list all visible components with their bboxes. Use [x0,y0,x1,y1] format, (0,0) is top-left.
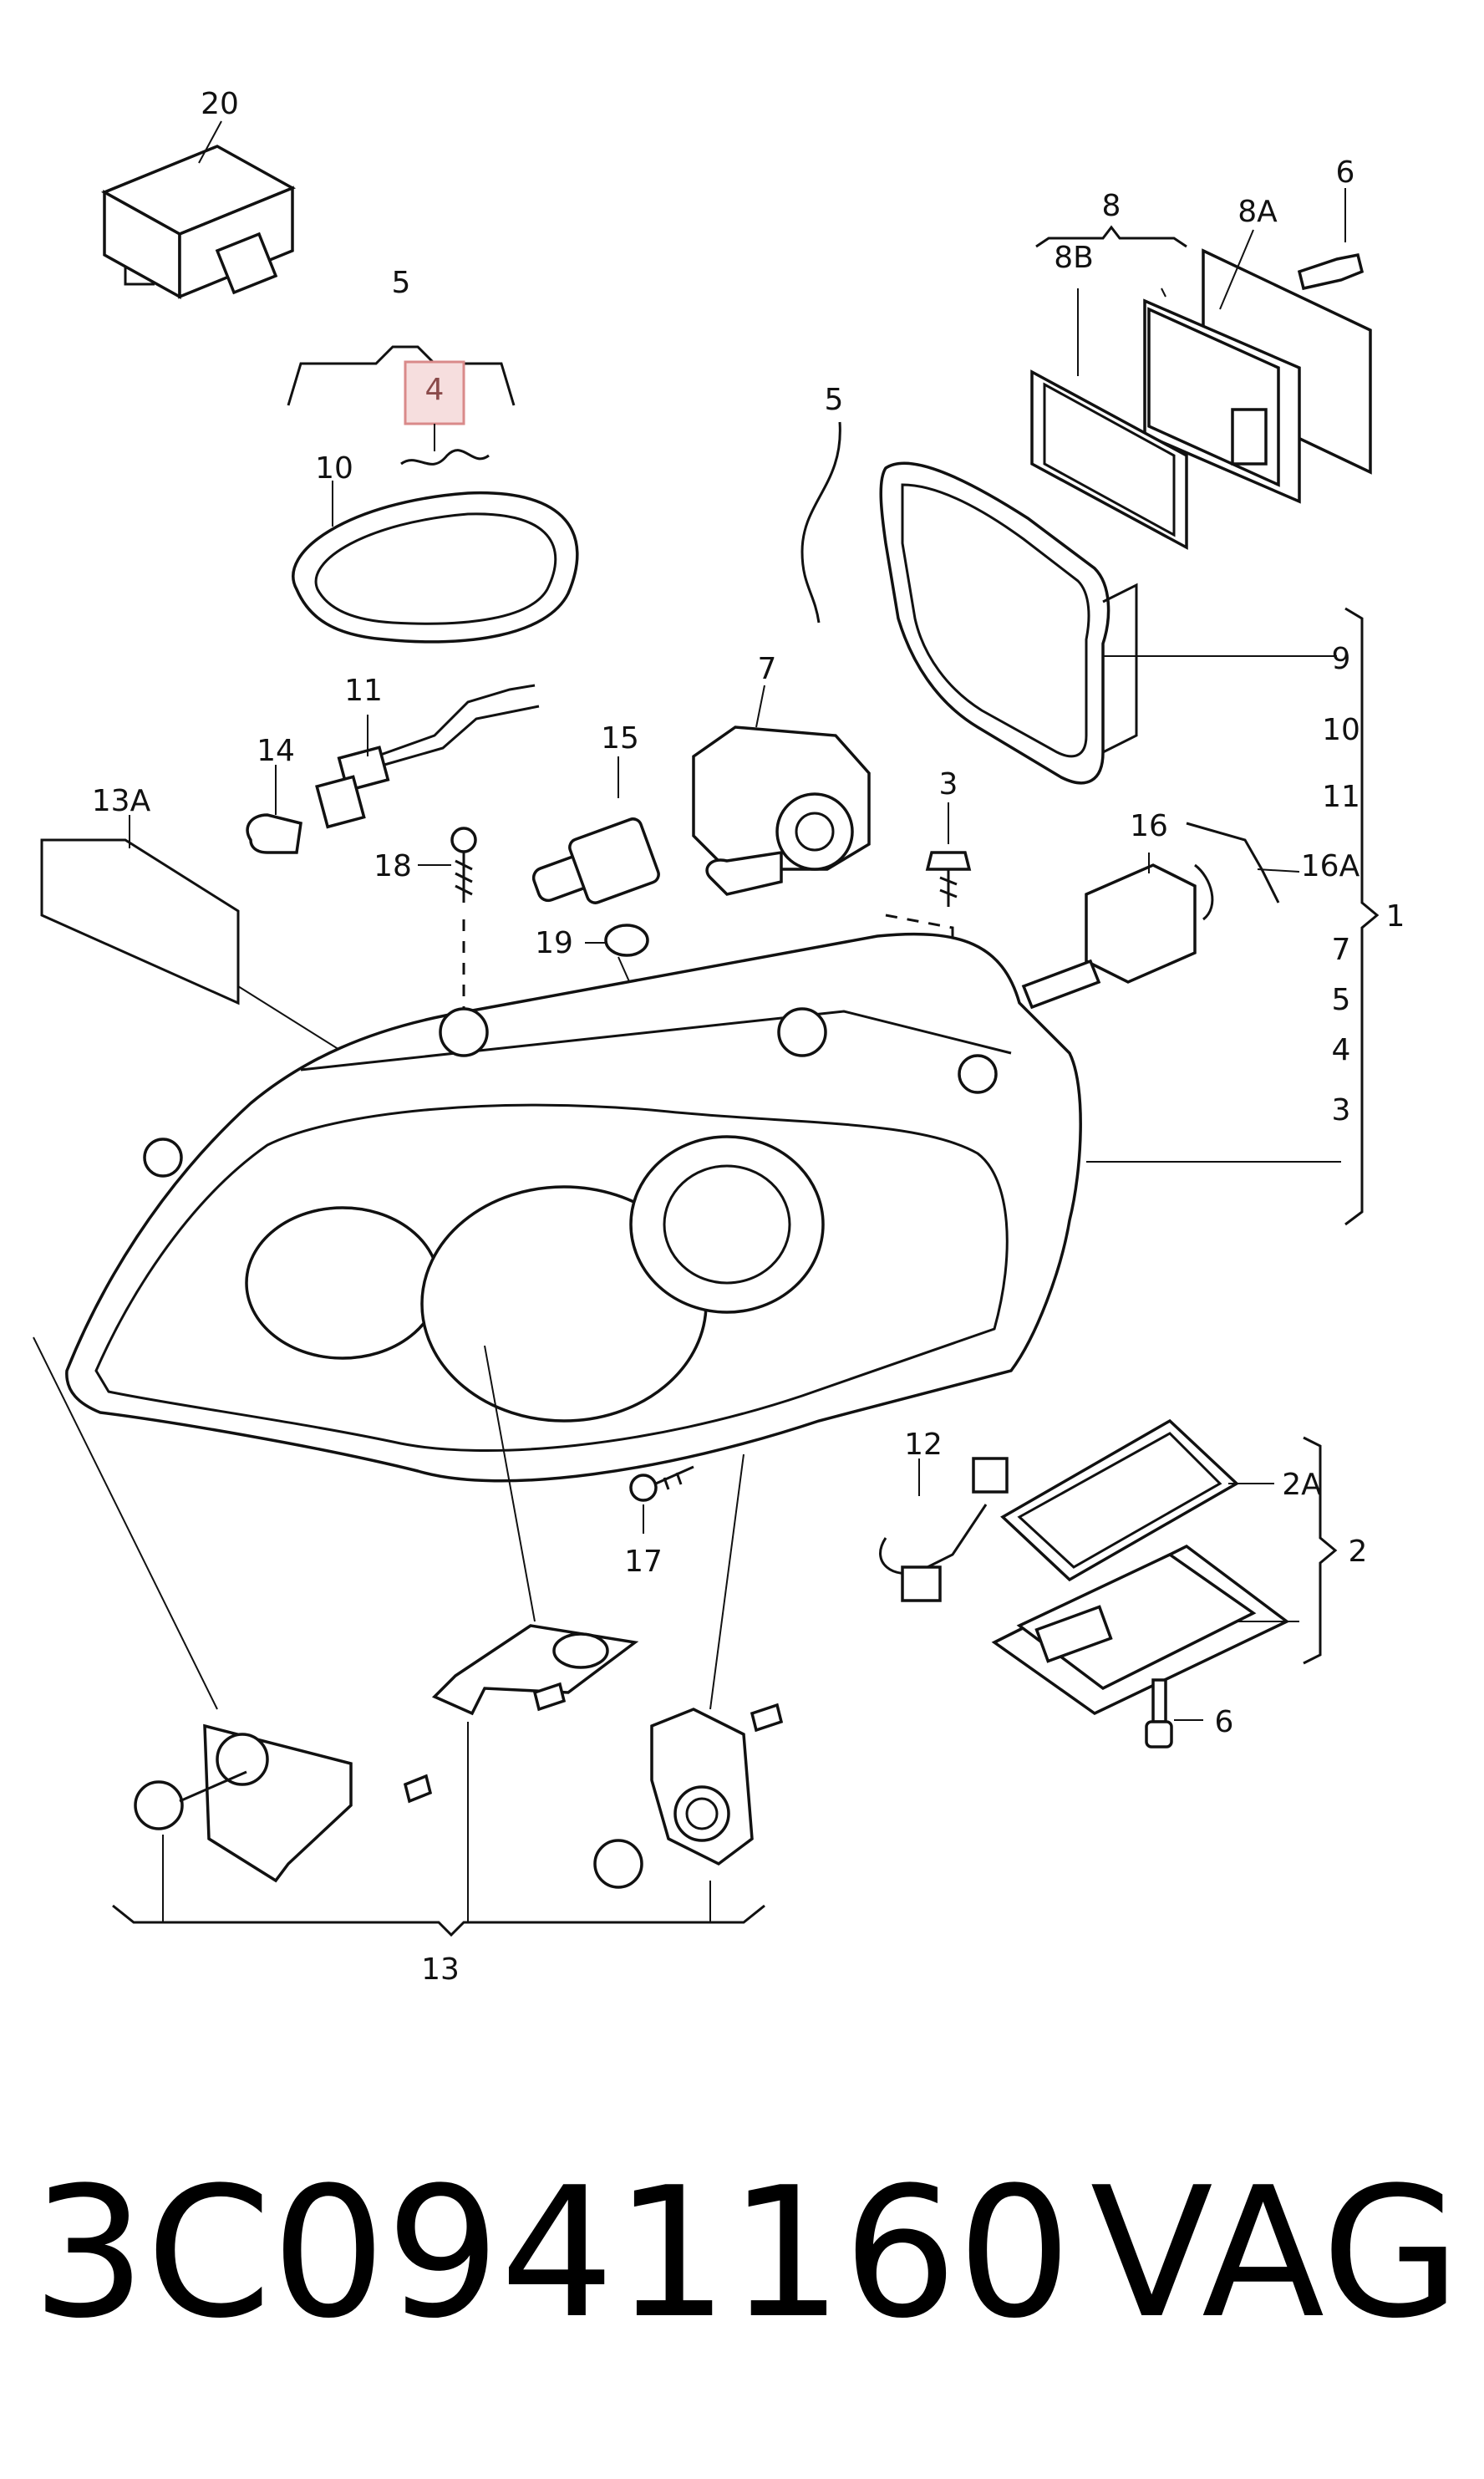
footer-caption: 3C0941160 VAG [32,2144,1461,2361]
callout-13: 13 [421,1952,460,1987]
part-number: 3C0941160 [32,2147,1072,2358]
part-6-screw-lower [1145,1678,1203,1749]
callout-18: 18 [374,849,412,883]
parts-list-item: 4 [1332,1033,1351,1067]
callout-11: 11 [344,674,383,708]
parts-list-item: 11 [1322,780,1360,814]
parts-list-bracket [1344,607,1380,1226]
callout-12: 12 [904,1428,943,1462]
part-8-ballast-stack [1030,188,1372,550]
headlamp-housing [65,932,1341,1483]
callout-6-bottom: 6 [1215,1705,1234,1739]
callout-5-right: 5 [825,383,844,417]
callout-16a: 16A [1301,849,1360,883]
part-13-bracket-left [33,1336,433,1922]
part-20-control-module [100,120,297,299]
part-5-9-reflector-frame [800,421,1337,785]
part-12-harness [879,1457,1009,1602]
parts-list-column: 9 10 11 1 7 5 4 3 [1322,642,1405,1128]
callout-5-left: 5 [392,266,411,300]
callout-7-top: 7 [758,652,777,686]
callout-15: 15 [601,721,639,756]
callout-8a: 8A [1238,195,1278,229]
part-2a-gasket [1000,1418,1274,1582]
exploded-parts-diagram: 20 5 4 10 11 14 13A 18 15 7 19 3 8 8A 8B… [33,87,1405,1987]
part-18-screw [418,827,477,1036]
callout-19: 19 [535,926,573,960]
callout-3-top: 3 [939,767,958,802]
callout-4-highlighted: 4 [425,373,445,407]
callout-13a: 13A [92,784,151,818]
callout-20: 20 [201,87,239,121]
callout-16: 16 [1130,809,1168,843]
callout-10: 10 [315,451,353,486]
callout-8: 8 [1102,189,1121,223]
parts-list-item: 3 [1332,1093,1351,1128]
parts-list-item: 10 [1322,713,1360,747]
callout-6-top: 6 [1336,155,1355,190]
part-16-xenon-bulb [1021,822,1300,1010]
parts-list-item: 5 [1332,983,1351,1017]
part-2-ballast [991,1436,1338,1716]
part-5-4-group [287,345,516,466]
part-10-gasket-ring [292,481,579,644]
parts-list-item: 7 [1332,933,1351,967]
part-3-screw [885,802,972,944]
part-13-bracket-center [431,1345,639,1922]
parts-list-group-number: 1 [1386,899,1405,934]
part-15-bulb [531,756,660,904]
part-19-plug [585,924,649,995]
callout-2a: 2A [1282,1468,1322,1502]
part-13-group-bracket [112,1904,765,1937]
brand-name: VAG [1090,2147,1461,2358]
callout-2: 2 [1349,1535,1368,1569]
part-17-screw [629,1465,694,1534]
part-13-bracket-right [593,1453,784,1922]
part-11-14-wiring-bulb [246,684,540,854]
callout-8b: 8B [1054,241,1094,275]
callout-labels: 20 5 4 10 11 14 13A 18 15 7 19 3 8 8A 8B… [92,87,1368,1987]
parts-list-item: 9 [1332,642,1351,676]
callout-14: 14 [257,734,295,768]
callout-17: 17 [624,1545,663,1579]
part-7-motor [692,685,871,896]
